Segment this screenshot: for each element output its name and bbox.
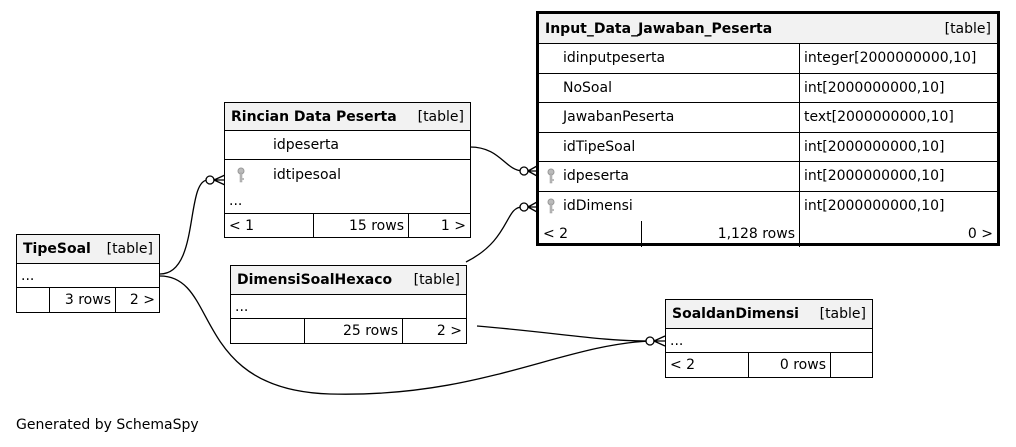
edge-tipesoal-soal — [159, 275, 651, 395]
column-name: idpeserta — [273, 137, 340, 153]
column-name-cell: idTipeSoal — [539, 133, 799, 162]
table-tipesoal[interactable]: TipeSoal [table] ... 3 rows 2 > — [16, 234, 160, 313]
table-footer: 3 rows 2 > — [17, 288, 159, 312]
column-row: idpeserta — [225, 131, 470, 160]
generated-by-label: Generated by SchemaSpy — [16, 417, 199, 433]
column-name: JawabanPeserta — [563, 109, 675, 126]
column-name: idDimensi — [563, 198, 633, 215]
column-name: NoSoal — [563, 79, 612, 96]
table-header: TipeSoal [table] — [17, 235, 159, 264]
ellipsis-row: ... — [225, 189, 470, 214]
column-type: int[2000000000,10] — [799, 73, 997, 102]
table-soaldandimensi[interactable]: SoaldanDimensi [table] ... < 2 0 rows — [665, 299, 873, 378]
foreign-key-icon — [539, 198, 563, 214]
ellipsis: ... — [235, 298, 249, 315]
column-row: idDimensi int[2000000000,10] — [539, 191, 997, 222]
column-name-cell: idpeserta — [539, 162, 799, 191]
table-name: DimensiSoalHexaco — [237, 272, 393, 288]
parents-count: < 1 — [229, 217, 255, 234]
column-row: idTipeSoal int[2000000000,10] — [539, 132, 997, 162]
column-name-cell: JawabanPeserta — [539, 103, 799, 132]
foreign-key-icon — [225, 131, 257, 159]
column-row: JawabanPeserta text[2000000000,10] — [539, 103, 997, 133]
edge-rincian-input — [469, 146, 523, 172]
column-name: idTipeSoal — [563, 138, 636, 155]
edge-dimensi-soal — [476, 325, 649, 342]
parents-count: < 2 — [543, 226, 569, 242]
column-name-cell: NoSoal — [539, 74, 799, 103]
parents-count — [17, 288, 49, 312]
column-name-cell: idDimensi — [539, 192, 799, 222]
table-footer: < 1 15 rows 1 > — [225, 214, 470, 237]
ellipsis-row: ... — [666, 329, 872, 353]
row-count: 15 rows — [313, 214, 408, 237]
children-count — [830, 353, 872, 377]
column-type: text[2000000000,10] — [799, 103, 997, 132]
ellipsis-row: ... — [231, 295, 466, 319]
column-name: idinputpeserta — [563, 50, 666, 67]
ellipsis: ... — [229, 193, 243, 209]
ellipsis-row: ... — [17, 264, 159, 288]
parents-count — [231, 319, 304, 343]
children-count: 2 > — [115, 288, 159, 312]
table-input-data-jawaban-peserta[interactable]: Input_Data_Jawaban_Peserta [table] idinp… — [536, 11, 1000, 247]
column-row: idinputpeserta integer[2000000000,10] — [539, 44, 997, 74]
ellipsis: ... — [21, 267, 35, 284]
table-header: Rincian Data Peserta [table] — [225, 103, 470, 131]
table-footer: 25 rows 2 > — [231, 319, 466, 343]
table-header: Input_Data_Jawaban_Peserta [table] — [539, 14, 997, 44]
table-name: Input_Data_Jawaban_Peserta — [545, 20, 773, 37]
table-header: SoaldanDimensi [table] — [666, 300, 872, 329]
edge-tipesoal-rincian — [159, 179, 209, 275]
table-footer: < 2 0 rows — [666, 353, 872, 377]
table-name: SoaldanDimensi — [672, 306, 799, 322]
column-row: idpeserta int[2000000000,10] — [539, 162, 997, 192]
column-type: int[2000000000,10] — [799, 191, 997, 221]
table-tag: [table] — [944, 20, 991, 37]
children-count: 2 > — [402, 319, 466, 343]
ellipsis: ... — [670, 332, 684, 349]
table-name: TipeSoal — [23, 241, 91, 257]
parents-count: < 2 — [670, 357, 696, 373]
children-count: 1 > — [408, 214, 470, 237]
row-count: 3 rows — [49, 288, 115, 312]
table-name: Rincian Data Peserta — [231, 108, 397, 125]
table-tag: [table] — [819, 306, 866, 322]
column-name: idpeserta — [563, 168, 630, 185]
edge-dimensi-input — [465, 206, 523, 263]
row-count: 25 rows — [304, 319, 402, 343]
table-dimensisoalhexaco[interactable]: DimensiSoalHexaco [table] ... 25 rows 2 … — [230, 265, 467, 344]
foreign-key-icon — [225, 160, 257, 189]
column-name: idtipesoal — [273, 166, 341, 183]
table-header: DimensiSoalHexaco [table] — [231, 266, 466, 295]
column-name-cell: idinputpeserta — [539, 44, 799, 73]
table-footer: < 2 1,128 rows 0 > — [539, 221, 997, 247]
foreign-key-icon — [539, 168, 563, 184]
column-type: int[2000000000,10] — [799, 162, 997, 191]
column-row: idtipesoal — [225, 160, 470, 189]
row-count: 1,128 rows — [641, 221, 799, 247]
column-row: NoSoal int[2000000000,10] — [539, 73, 997, 103]
table-rincian-data-peserta[interactable]: Rincian Data Peserta [table] idpeserta id… — [224, 102, 471, 238]
column-type: integer[2000000000,10] — [799, 44, 997, 73]
table-tag: [table] — [413, 272, 460, 288]
table-tag: [table] — [106, 241, 153, 257]
column-type: int[2000000000,10] — [799, 132, 997, 161]
table-tag: [table] — [417, 108, 464, 125]
children-count: 0 > — [799, 221, 997, 247]
row-count: 0 rows — [748, 353, 830, 377]
